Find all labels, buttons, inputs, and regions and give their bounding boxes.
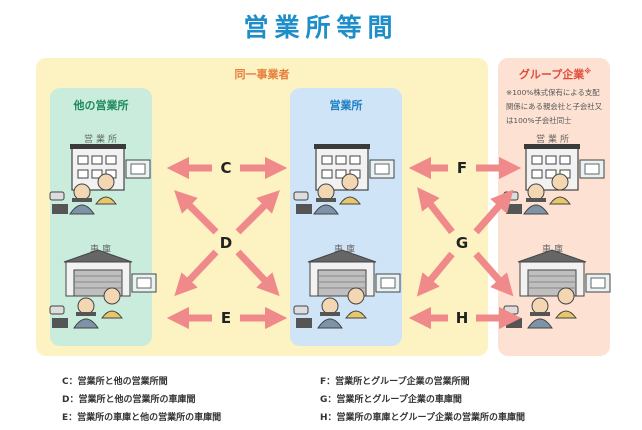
connection-g-label: G bbox=[455, 234, 469, 252]
group-office-building-label: 営業所 bbox=[535, 135, 572, 145]
legend-item-e: E：営業所の車庫と他の営業所の車庫間 bbox=[62, 413, 222, 423]
our-office-title: 営業所 bbox=[329, 99, 363, 112]
group-company-label-text: グループ企業 bbox=[518, 68, 585, 81]
connection-c-label: C bbox=[220, 159, 232, 177]
arrow-d-sw bbox=[174, 249, 219, 297]
our-garage-illustration bbox=[293, 249, 401, 329]
group-note-mark: ※ bbox=[584, 67, 592, 76]
group-garage-illustration bbox=[503, 249, 611, 329]
other-office-title: 他の営業所 bbox=[73, 99, 129, 112]
arrow-d-se bbox=[235, 249, 280, 297]
arrow-d-ne bbox=[235, 190, 280, 235]
connection-h-label: H bbox=[455, 309, 469, 327]
other-office-illustration bbox=[49, 143, 151, 215]
other-garage-building-label: 車庫 bbox=[89, 245, 114, 255]
our-office-panel bbox=[290, 88, 402, 346]
arrow-g-nw bbox=[417, 187, 455, 235]
legend-item-g: G：営業所とグループ企業の車庫間 bbox=[320, 395, 462, 405]
page-title: 営業所等間 bbox=[243, 13, 399, 42]
legend-item-d: D：営業所と他の営業所の車庫間 bbox=[62, 395, 196, 405]
other-office-panel bbox=[50, 88, 152, 346]
same-business-label: 同一事業者 bbox=[234, 68, 290, 81]
group-company-note: ※100%株式保有による支配関係にある親会社と子会社又は100%子会社同士 bbox=[506, 88, 603, 125]
connection-f-label: F bbox=[456, 159, 468, 177]
legend-item-f: F：営業所とグループ企業の営業所間 bbox=[320, 377, 470, 387]
other-office-building-label: 営業所 bbox=[83, 135, 120, 145]
legend-item-c: C：営業所と他の営業所間 bbox=[62, 377, 168, 387]
arrow-g-ne bbox=[473, 189, 514, 235]
arrow-d-nw bbox=[174, 190, 219, 235]
legend-item-h: H：営業所の車庫とグループ企業の営業所の車庫間 bbox=[320, 413, 525, 423]
our-garage-building-label: 車庫 bbox=[333, 245, 358, 255]
connection-d-label: D bbox=[219, 234, 233, 252]
arrow-g-se bbox=[473, 251, 514, 297]
other-garage-illustration bbox=[49, 249, 157, 329]
group-office-illustration bbox=[503, 143, 605, 215]
group-company-label: グループ企業※ bbox=[500, 66, 610, 82]
our-office-illustration bbox=[293, 143, 395, 215]
arrow-g-sw bbox=[416, 251, 455, 297]
connection-e-label: E bbox=[220, 309, 232, 327]
